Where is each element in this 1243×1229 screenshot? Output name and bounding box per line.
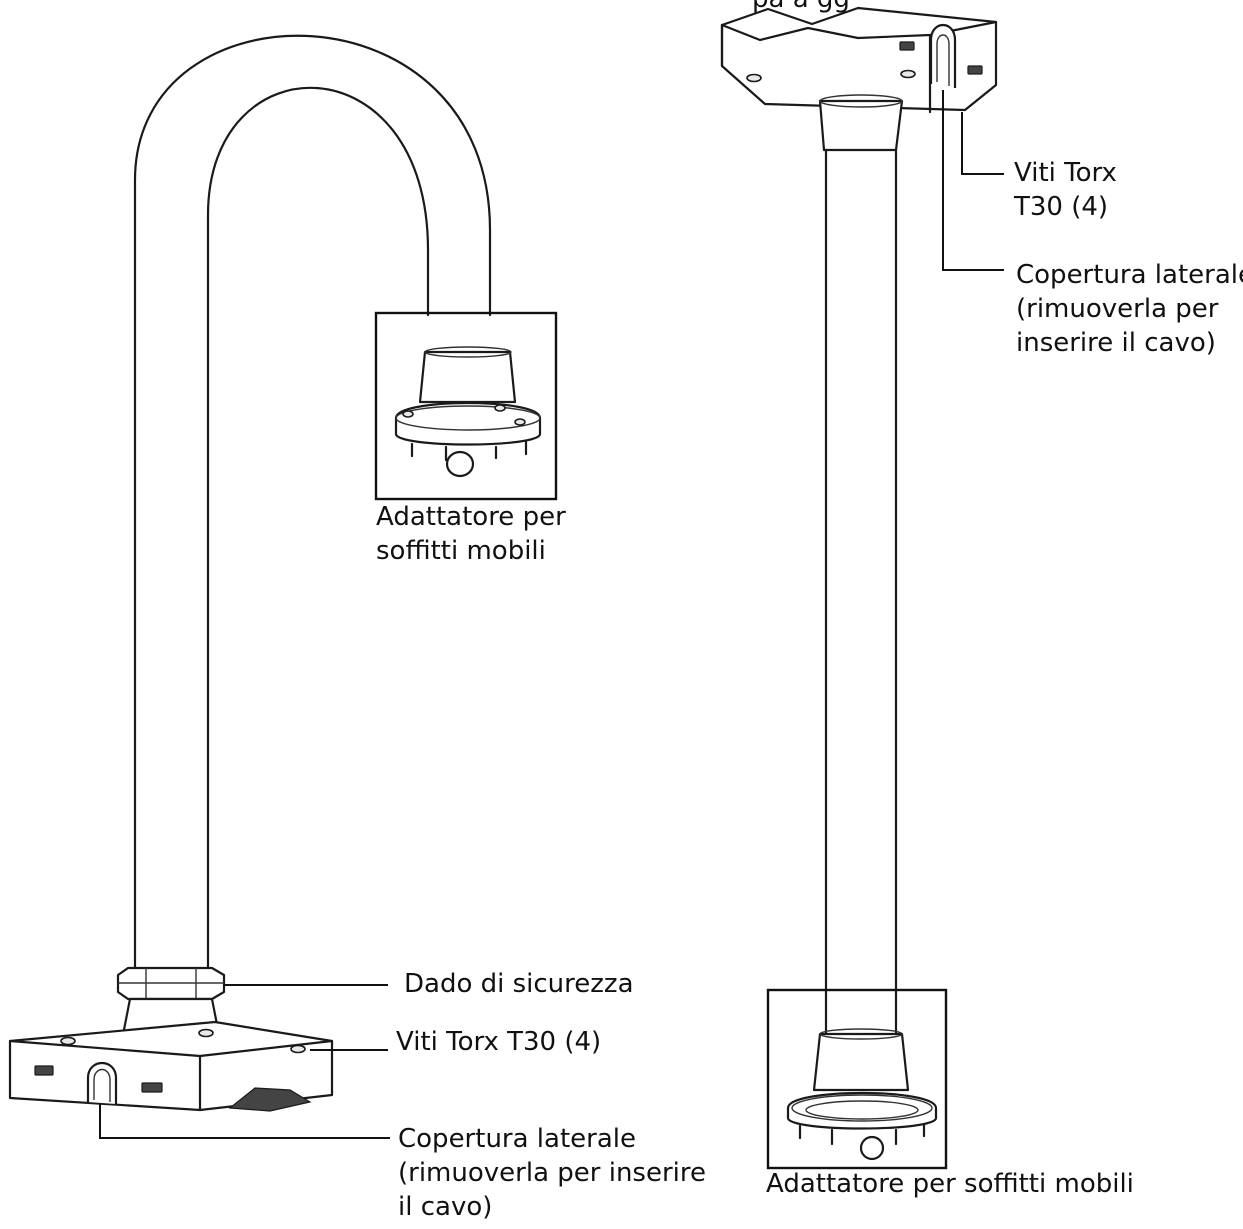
left-screws-label: Viti Torx T30 (4) (396, 1027, 602, 1057)
left-side-cover-label: Copertura laterale (rimuoverla per inser… (398, 1124, 706, 1222)
right-top-plate (720, 6, 998, 114)
right-detail-inset (766, 988, 948, 1170)
gooseneck-pipe (133, 34, 492, 977)
right-screws-label: Viti Torx T30 (4) (1014, 158, 1117, 222)
right-side-cover-label: Copertura laterale (rimuoverla per inser… (1016, 260, 1243, 358)
left-detail-inset (374, 311, 558, 501)
left-adapter-label: Adattatore per soffitti mobili (376, 502, 566, 566)
lock-nut-label: Dado di sicurezza (404, 969, 634, 999)
lock-nut (116, 966, 226, 1001)
right-straight-pipe (824, 148, 898, 1036)
right-side-cover-leader (942, 90, 1004, 271)
top-caption: pa a gg (752, 0, 850, 16)
left-side-cover-leader (99, 1104, 390, 1139)
left-base-box (8, 1020, 334, 1112)
right-screws-leader (961, 112, 1004, 175)
right-collar (818, 94, 904, 152)
right-adapter-label: Adattatore per soffitti mobili (766, 1169, 1134, 1199)
